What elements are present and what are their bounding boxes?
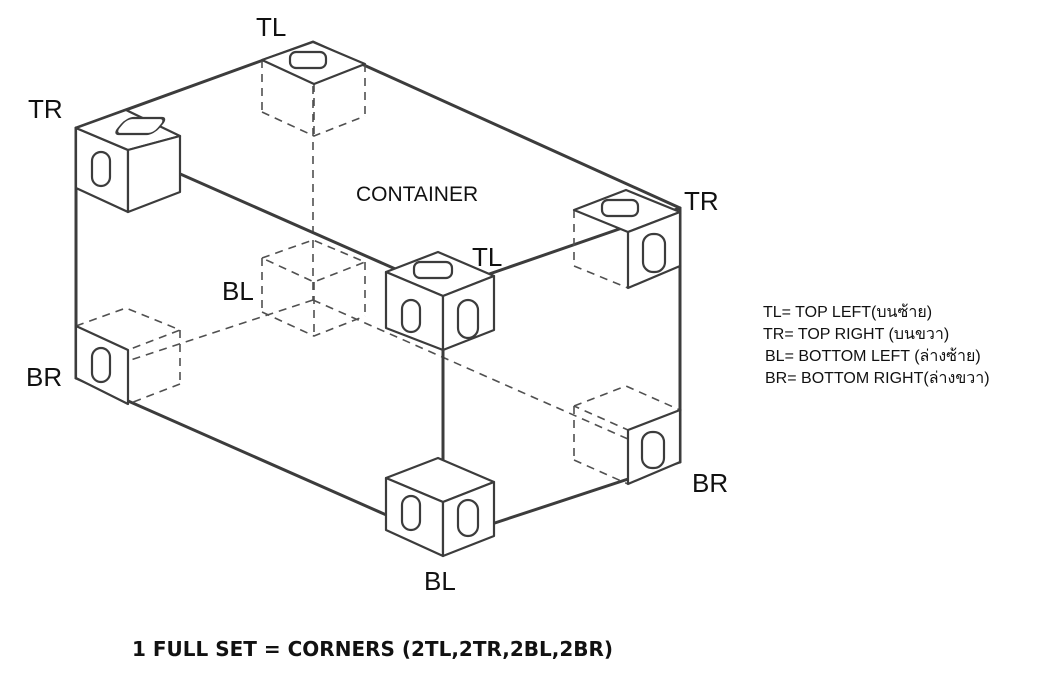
label-left-bottom-br: BR	[26, 362, 62, 392]
corner-block-mid-bottom	[259, 239, 368, 337]
footer-note: 1 FULL SET = CORNERS (2TL,2TR,2BL,2BR)	[132, 637, 613, 661]
legend-line-tl: TL= TOP LEFT(บนซ้าย)	[763, 303, 932, 321]
legend-line-bl: BL= BOTTOM LEFT (ล่างซ้าย)	[765, 347, 981, 365]
corner-labels: TL TR TR TL BL BR BR BL	[26, 12, 728, 596]
corner-block-right-bottom	[626, 408, 682, 486]
label-front-top-tl: TL	[472, 242, 502, 272]
container-edges	[74, 40, 682, 542]
label-top-right-tr: TR	[684, 186, 719, 216]
corner-block-front-bottom	[384, 456, 496, 558]
corner-block-front-top	[384, 250, 496, 352]
corner-block-top-left	[74, 108, 182, 214]
legend: TL= TOP LEFT(บนซ้าย) TR= TOP RIGHT (บนขว…	[763, 303, 990, 387]
container-title: CONTAINER	[356, 183, 478, 206]
corner-block-left-bottom	[74, 324, 130, 406]
legend-line-tr: TR= TOP RIGHT (บนขวา)	[763, 326, 949, 343]
corner-block-top-right	[572, 188, 682, 290]
label-mid-bl: BL	[222, 276, 254, 306]
label-top-back-tl: TL	[256, 12, 286, 42]
corner-block-top-right-hidden	[573, 210, 629, 289]
legend-line-br: BR= BOTTOM RIGHT(ล่างขวา)	[765, 370, 990, 387]
visible-corner-blocks	[74, 40, 682, 558]
label-right-bottom-br: BR	[692, 468, 728, 498]
corner-slot-top-back	[260, 40, 367, 86]
label-front-bottom-bl: BL	[424, 566, 456, 596]
hidden-edges	[75, 72, 681, 463]
label-top-left-tr: TR	[28, 94, 63, 124]
